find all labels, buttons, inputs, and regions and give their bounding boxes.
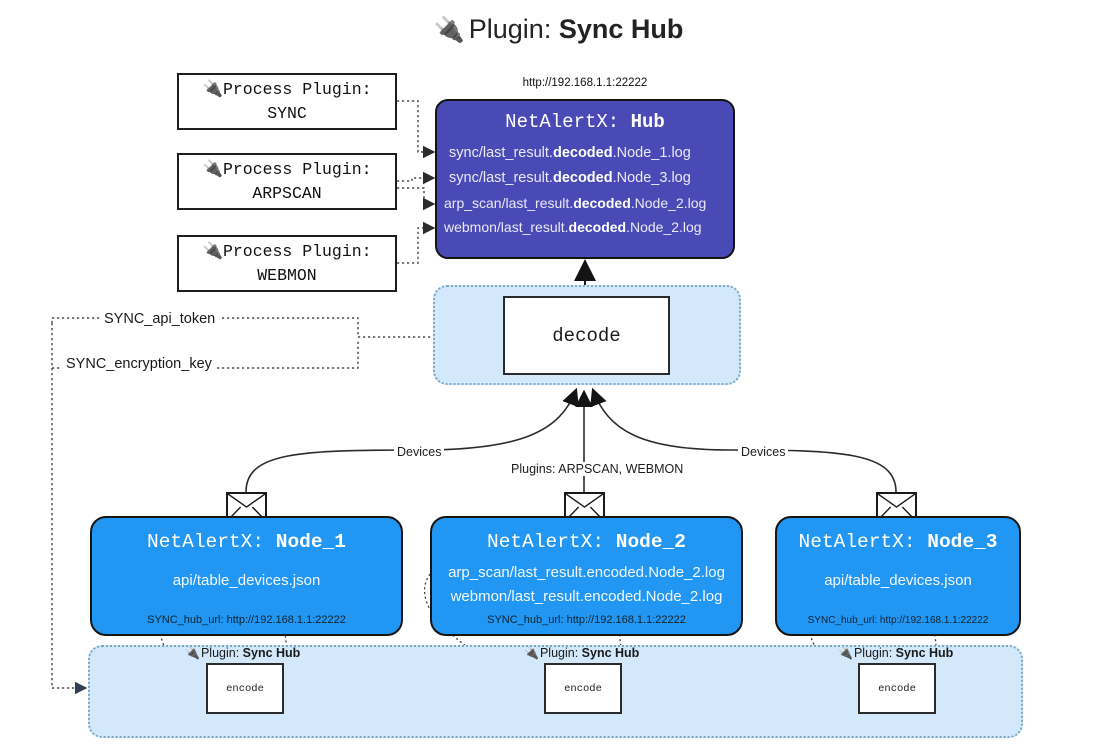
- hub-box[interactable]: NetAlertX: Hub sync/last_result.decoded.…: [435, 99, 735, 259]
- node-2-line-1: arp_scan/last_result.encoded.Node_2.log: [448, 564, 725, 581]
- hub-title-name: Hub: [630, 111, 665, 133]
- process-plugin-webmon[interactable]: 🔌Process Plugin: WEBMON: [177, 235, 397, 292]
- sync-hub-instance-label-3: 🔌Plugin: Sync Hub: [838, 646, 954, 660]
- hub-url-label: http://192.168.1.1:22222: [522, 77, 648, 89]
- page-title: 🔌Plugin: Sync Hub: [0, 14, 1117, 45]
- node-3-line-1: api/table_devices.json: [824, 572, 972, 589]
- decode-box[interactable]: decode: [503, 296, 670, 375]
- node-3-footer: SYNC_hub_url: http://192.168.1.1:22222: [807, 615, 989, 626]
- electric-plug-icon: 🔌: [524, 646, 539, 660]
- node-1-title: NetAlertX: Node_1: [147, 531, 346, 553]
- edge-label-devices-left: Devices: [394, 445, 445, 459]
- hub-title: NetAlertX: Hub: [505, 111, 665, 133]
- edge-label-plugins-center: Plugins: ARPSCAN, WEBMON: [508, 462, 687, 476]
- node-3-title: NetAlertX: Node_3: [798, 531, 998, 553]
- sync-hub-instance-label-1: 🔌Plugin: Sync Hub: [185, 646, 301, 660]
- sync-hub-instance-label-2: 🔌Plugin: Sync Hub: [524, 646, 640, 660]
- process-plugin-webmon-label: Process Plugin:: [223, 242, 372, 262]
- process-plugin-sync-label: Process Plugin:: [223, 80, 372, 100]
- electric-plug-icon: 🔌: [202, 80, 223, 100]
- node-2-title: NetAlertX: Node_2: [487, 531, 686, 553]
- encode-box-node-3[interactable]: encode: [858, 663, 936, 714]
- hub-log-1: sync/last_result.decoded.Node_1.log: [449, 145, 691, 161]
- process-plugin-arpscan-name: ARPSCAN: [252, 183, 322, 203]
- node-2-line-2: webmon/last_result.encoded.Node_2.log: [450, 588, 723, 606]
- electric-plug-icon: 🔌: [185, 646, 200, 660]
- hub-log-3: arp_scan/last_result.decoded.Node_2.log: [444, 194, 707, 211]
- page-title-name: Sync Hub: [558, 14, 684, 44]
- electric-plug-icon: 🔌: [433, 16, 465, 44]
- node-2-footer: SYNC_hub_url: http://192.168.1.1:22222: [487, 614, 686, 626]
- sync-encryption-key-label: SYNC_encryption_key: [62, 356, 216, 372]
- process-plugin-sync[interactable]: 🔌Process Plugin: SYNC: [177, 73, 397, 130]
- hub-log-2: sync/last_result.decoded.Node_3.log: [449, 169, 691, 186]
- process-plugin-arpscan[interactable]: 🔌Process Plugin: ARPSCAN: [177, 153, 397, 210]
- hub-log-4: webmon/last_result.decoded.Node_2.log: [444, 218, 702, 235]
- hub-title-prefix: NetAlertX:: [505, 111, 620, 133]
- encode-box-node-2[interactable]: encode: [544, 663, 622, 714]
- node-1-line-1: api/table_devices.json: [172, 572, 321, 589]
- node-1-footer: SYNC_hub_url: http://192.168.1.1:22222: [147, 614, 346, 626]
- process-plugin-webmon-name: WEBMON: [257, 265, 317, 285]
- process-plugin-arpscan-label: Process Plugin:: [223, 160, 372, 180]
- node-box-node-2[interactable]: NetAlertX: Node_2 arp_scan/last_result.e…: [430, 516, 743, 636]
- sync-api-token-label: SYNC_api_token: [100, 311, 220, 327]
- electric-plug-icon: 🔌: [202, 160, 223, 180]
- encode-box-node-1[interactable]: encode: [206, 663, 284, 714]
- electric-plug-icon: 🔌: [202, 242, 223, 262]
- node-box-node-1[interactable]: NetAlertX: Node_1 api/table_devices.json…: [90, 516, 403, 636]
- electric-plug-icon: 🔌: [838, 646, 853, 660]
- edge-label-devices-right: Devices: [738, 445, 789, 459]
- page-title-prefix: Plugin:: [468, 14, 552, 44]
- process-plugin-sync-name: SYNC: [267, 103, 307, 123]
- node-box-node-3[interactable]: NetAlertX: Node_3 api/table_devices.json…: [775, 516, 1021, 636]
